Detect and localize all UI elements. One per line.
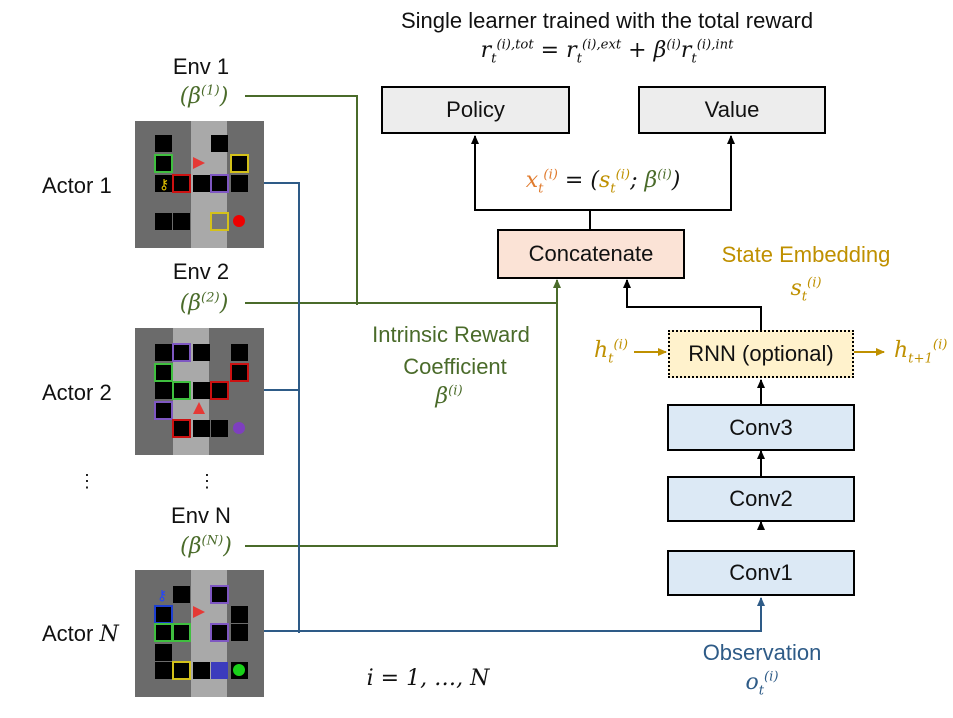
- svg-text:⚷: ⚷: [157, 588, 167, 604]
- actor-2-label: Actor 2: [42, 380, 112, 405]
- conv1-box: Conv1: [667, 550, 855, 596]
- state-embedding-label: State Embedding: [721, 242, 891, 267]
- env-2-label: Env 2: [172, 259, 230, 284]
- state-embedding-symbol: st(i): [790, 275, 822, 305]
- env-1-label: Env 1: [172, 54, 230, 79]
- intrinsic-label-line1: Intrinsic Reward: [372, 322, 530, 347]
- intrinsic-symbol: β(i): [435, 383, 463, 409]
- env-n-beta: (β(N)): [180, 533, 232, 559]
- betaN-line: [245, 279, 561, 547]
- env-ellipsis: ⋮: [198, 471, 216, 491]
- env-2-gridworld: [135, 328, 264, 455]
- index-range: i = 1, …, N: [366, 666, 490, 691]
- actor-1-label: Actor 1: [42, 173, 112, 198]
- intrinsic-label-line2: Coefficient: [403, 354, 507, 379]
- reward-equation: rt(i),tot = rt(i),ext + β(i)rt(i),int: [480, 37, 734, 67]
- beta1-line: [245, 95, 358, 305]
- actor-ellipsis: ⋮: [78, 471, 96, 491]
- env-n-gridworld: ⚷: [135, 570, 264, 697]
- concat-equation: xt(i) = (st(i); β(i)): [525, 167, 681, 197]
- conv2-box: Conv2: [667, 476, 855, 522]
- value-head: Value: [638, 86, 826, 134]
- svg-text:⚷: ⚷: [159, 177, 169, 193]
- actor-n-label: Actor N: [42, 621, 119, 647]
- obs1-line: [264, 182, 300, 633]
- env-n-label: Env N: [171, 503, 231, 528]
- concatenate-box: Concatenate: [497, 229, 685, 279]
- observation-symbol: ot(i): [745, 669, 779, 699]
- env-2-beta: (β(2)): [179, 290, 229, 316]
- observation-label: Observation: [702, 640, 822, 665]
- diagram-title: Single learner trained with the total re…: [400, 8, 814, 33]
- rnn-to-concat-arrow: [623, 279, 762, 330]
- to-value-arrow: [590, 135, 735, 211]
- hidden-in-symbol: ht(i): [594, 337, 628, 367]
- env-1-gridworld: ⚷: [135, 121, 264, 248]
- to-policy-arrow: [471, 135, 590, 211]
- conv3-box: Conv3: [667, 404, 855, 451]
- policy-head: Policy: [381, 86, 570, 134]
- env-1-beta: (β(1)): [179, 83, 229, 109]
- rnn-box: RNN (optional): [668, 330, 854, 378]
- hidden-out-symbol: ht+1(i): [894, 337, 948, 367]
- obsN-line: [264, 597, 765, 632]
